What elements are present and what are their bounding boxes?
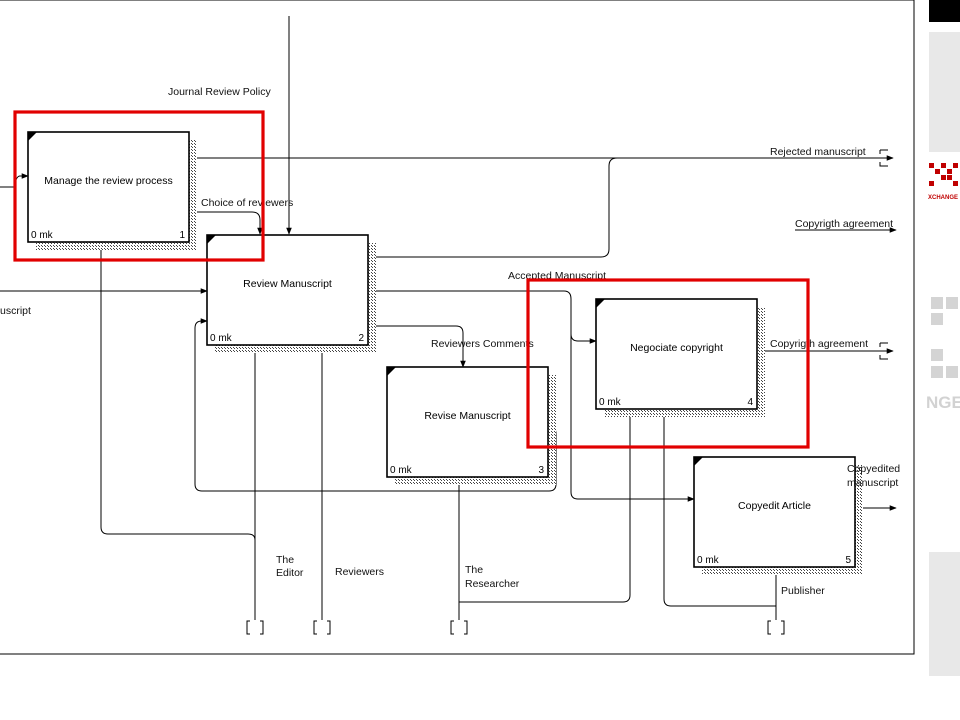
box-cost: 0 mk: [31, 230, 54, 241]
highlight-manage-review: [13, 110, 265, 262]
tunnel-bracket-reviewers: [313, 620, 331, 635]
box-number: 5: [845, 555, 851, 566]
label-reviewers-comments: Reviewers Comments: [431, 338, 534, 350]
label-choice-of-reviewers: Choice of reviewers: [201, 197, 293, 209]
box-negociate-copyright: Negociate copyright 0 mk 4: [595, 298, 765, 417]
sidebar-grey-panel-bottom: [929, 552, 960, 676]
label-the-researcher-1: The: [465, 564, 483, 576]
arrow-accepted-to-box4: [368, 290, 597, 344]
box-cost: 0 mk: [697, 555, 720, 566]
box-title: Review Manuscript: [243, 278, 332, 290]
box-title: Revise Manuscript: [424, 410, 510, 422]
label-copyright-top: Copyrigth agreement: [795, 218, 893, 230]
label-manuscript-input: uscript: [0, 305, 31, 317]
box-corner-mark: [694, 457, 703, 466]
tunnel-bracket-editor: [246, 620, 264, 635]
label-copyright-output: Copyrigth agreement: [770, 338, 868, 350]
label-the-editor-2: Editor: [276, 567, 304, 579]
box-number: 2: [358, 333, 364, 344]
box-number: 4: [747, 397, 753, 408]
box-number: 3: [538, 465, 544, 476]
box-frame: [595, 298, 758, 410]
box-frame: [386, 366, 549, 478]
box-number: 1: [179, 230, 185, 241]
label-journal-review-policy: Journal Review Policy: [168, 86, 271, 98]
label-copyedited-2: manuscript: [847, 477, 898, 489]
diagram-frame: [0, 0, 915, 655]
box-corner-mark: [28, 132, 37, 141]
arrow-reviewers-comments: [368, 325, 466, 368]
box-copyedit-article: Copyedit Article 0 mk 5: [693, 456, 863, 575]
sidebar-grey-squares-icon: [931, 297, 958, 378]
xchange-logo-icon: [929, 163, 958, 186]
label-the-researcher-2: Researcher: [465, 578, 520, 590]
label-the-editor-1: The: [276, 554, 294, 566]
label-copyedited-1: Copyedited: [847, 463, 900, 475]
arrow-accepted-to-box5: [570, 334, 695, 502]
tunnel-bracket-rejected: [879, 149, 888, 167]
box-corner-mark: [387, 367, 396, 376]
sidebar-black-tab: [929, 0, 960, 22]
arrow-choice-of-reviewers: [189, 211, 263, 235]
box-corner-mark: [207, 235, 216, 244]
label-rejected-manuscript: Rejected manuscript: [770, 146, 866, 158]
sidebar-brand-large: NGE: [926, 393, 960, 412]
box-frame: [693, 456, 856, 568]
box-cost: 0 mk: [390, 465, 413, 476]
box-corner-mark: [596, 299, 605, 308]
tunnel-bracket-copyright: [879, 342, 888, 360]
label-publisher: Publisher: [781, 585, 825, 597]
box-cost: 0 mk: [599, 397, 622, 408]
tunnel-bracket-publisher: [767, 620, 785, 635]
arrow-box2-rejected: [368, 157, 618, 258]
label-reviewers: Reviewers: [335, 566, 384, 578]
sidebar-grey-panel-top: [929, 32, 960, 152]
box-review-manuscript: Review Manuscript 0 mk 2: [206, 234, 376, 353]
box-title: Copyedit Article: [738, 500, 811, 512]
arrow-editor-to-box1: [98, 241, 256, 541]
box-revise-manuscript: Revise Manuscript 0 mk 3: [386, 366, 556, 485]
box-title: Negociate copyright: [630, 342, 723, 354]
box-frame: [27, 131, 190, 243]
sidebar-brand-small: XCHANGE: [928, 195, 958, 201]
box-cost: 0 mk: [210, 333, 233, 344]
box-title: Manage the review process: [44, 175, 172, 187]
tunnel-bracket-researcher: [450, 620, 468, 635]
box-frame: [206, 234, 369, 346]
box-manage-review: Manage the review process 0 mk 1: [27, 131, 197, 250]
arrow-publisher-to-box4: [661, 408, 776, 607]
highlight-negociate-copyright: [526, 278, 810, 449]
arrow-researcher-to-box4: [459, 408, 633, 603]
